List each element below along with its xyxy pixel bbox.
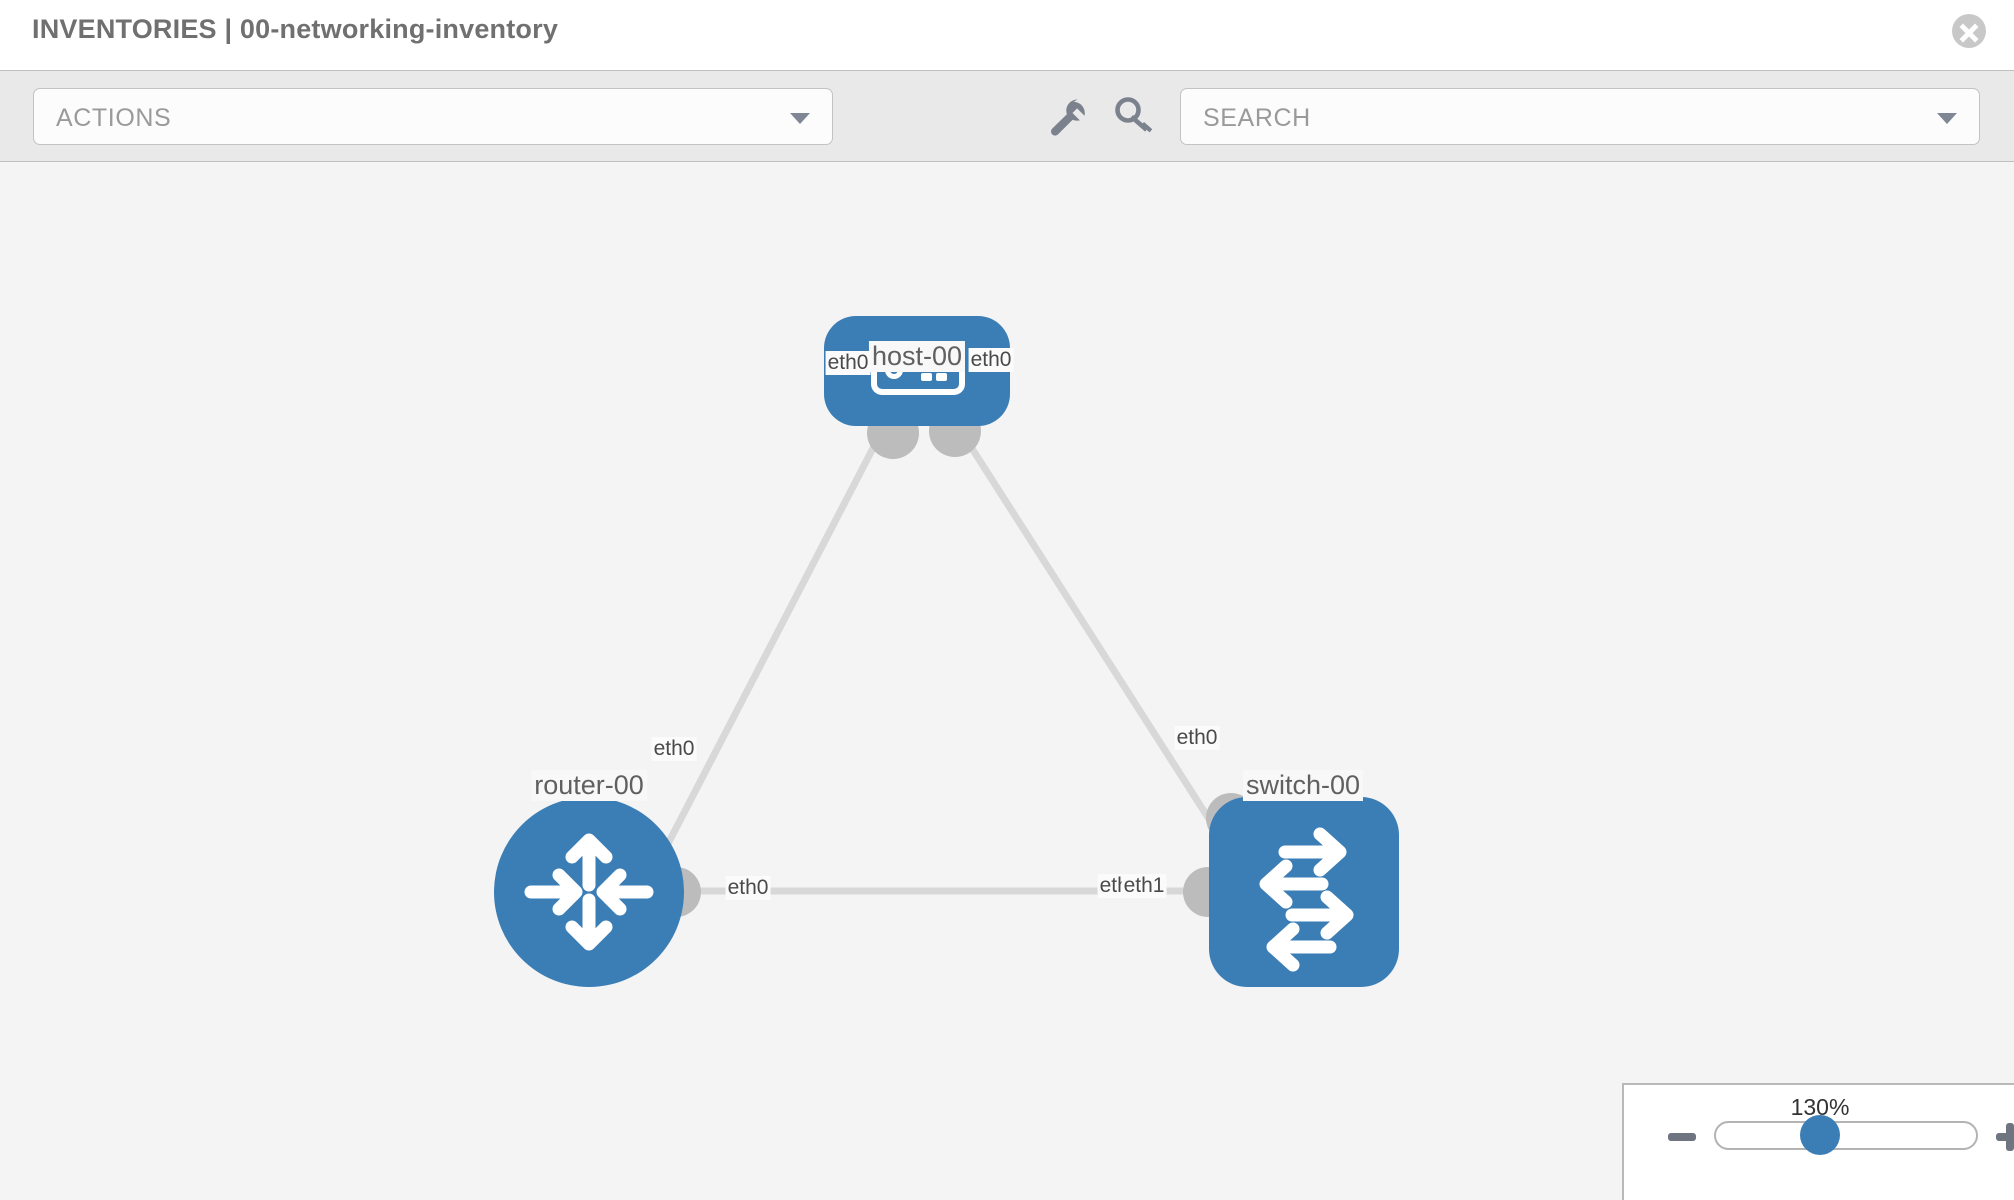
link-host-router xyxy=(654,423,889,865)
node-router-00[interactable] xyxy=(494,797,684,987)
edge-label: eth0 xyxy=(968,348,1014,372)
edge-label: eth0 xyxy=(1174,726,1220,750)
zoom-slider[interactable] xyxy=(1714,1121,1978,1150)
node-switch-00[interactable] xyxy=(1209,797,1399,987)
switch-icon xyxy=(1259,827,1354,972)
chevron-down-icon[interactable] xyxy=(1937,113,1957,124)
node-label-router-00: router-00 xyxy=(531,770,647,801)
search-input[interactable]: SEARCH xyxy=(1180,88,1980,145)
page-title: INVENTORIES | 00-networking-inventory xyxy=(32,14,559,44)
edge-label: eth0 xyxy=(725,876,771,900)
zoom-slider-thumb[interactable] xyxy=(1800,1115,1840,1155)
node-label-host-00: host-00 xyxy=(868,341,966,372)
wrench-icon[interactable] xyxy=(1044,93,1090,139)
actions-dropdown[interactable]: ACTIONS xyxy=(33,88,833,145)
chevron-down-icon xyxy=(790,113,810,124)
router-icon xyxy=(524,833,654,951)
actions-dropdown-label: ACTIONS xyxy=(56,104,172,132)
minus-icon[interactable] xyxy=(1668,1133,1696,1141)
key-icon[interactable] xyxy=(1112,93,1158,139)
edge-label: eth0 xyxy=(825,351,871,375)
port-markers xyxy=(651,405,1256,917)
zoom-control-panel: 130% xyxy=(1622,1083,2014,1200)
link-host-switch xyxy=(954,423,1235,857)
plus-icon[interactable] xyxy=(1990,1119,2014,1159)
topology-graph xyxy=(494,316,1399,987)
topology-canvas[interactable]: host-00 router-00 switch-00 eth0 eth0 et… xyxy=(0,163,2014,1200)
search-placeholder: SEARCH xyxy=(1203,104,1311,132)
edge-label: eth0 xyxy=(651,737,697,761)
close-icon[interactable] xyxy=(1952,14,1986,48)
title-bar: INVENTORIES | 00-networking-inventory xyxy=(0,0,2014,70)
toolbar: ACTIONS SEARCH xyxy=(0,70,2014,162)
node-label-switch-00: switch-00 xyxy=(1242,770,1364,801)
edge-label: eth1 xyxy=(1121,874,1167,898)
